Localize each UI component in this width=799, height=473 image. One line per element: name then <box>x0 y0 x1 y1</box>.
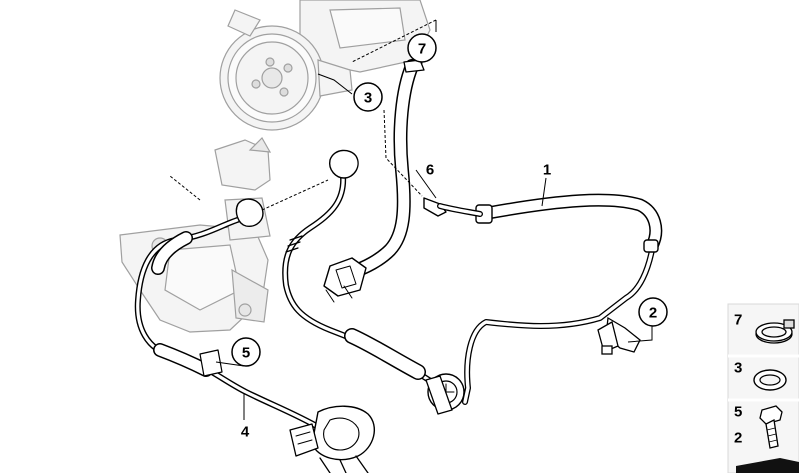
callout-7: 7 <box>407 33 437 63</box>
legend-item-5-number: 5 <box>734 404 742 421</box>
callout-2-text: 2 <box>649 305 657 322</box>
bolt-icon <box>759 405 783 449</box>
parts-legend: 7 3 5 2 <box>727 303 799 473</box>
leader-lines <box>169 19 653 420</box>
o-ring-icon <box>753 369 787 391</box>
hose-diagonal <box>282 149 465 415</box>
legend-item-2-number: 2 <box>734 430 742 447</box>
legend-item-3-number: 3 <box>734 360 742 377</box>
steering-pump-ghost <box>219 0 431 131</box>
callout-3-text: 3 <box>364 90 372 107</box>
callout-5: 5 <box>231 337 261 367</box>
callout-5-text: 5 <box>242 345 250 362</box>
return-line-1 <box>423 193 663 405</box>
label-4: 4 <box>241 424 250 441</box>
hose-4 <box>134 198 376 473</box>
pressure-hose-6 <box>323 59 425 303</box>
label-1: 1 <box>543 162 551 179</box>
callout-7-text: 7 <box>418 41 426 58</box>
bracket-2 <box>597 316 641 355</box>
callout-2: 2 <box>638 297 668 327</box>
label-6: 6 <box>426 162 434 179</box>
hose-clamp-icon <box>755 319 795 344</box>
legend-item-7-number: 7 <box>734 312 742 329</box>
legend-bottom-part <box>736 458 799 473</box>
callout-3: 3 <box>353 82 383 112</box>
